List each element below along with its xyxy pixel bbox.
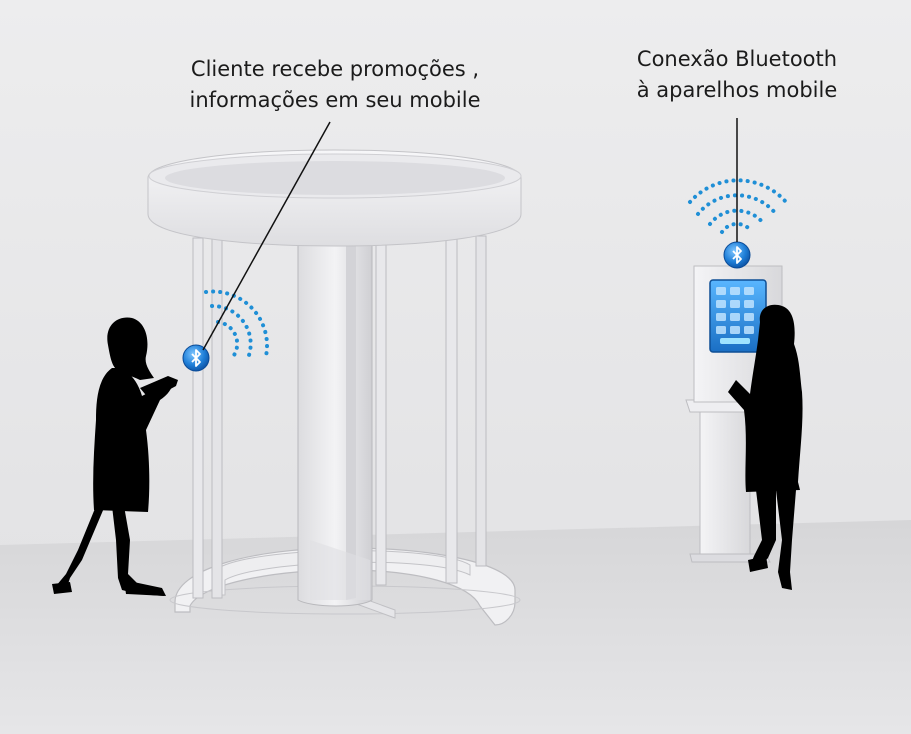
kiosk-pedestal <box>699 407 751 557</box>
pole <box>375 239 387 586</box>
bluetooth-icon <box>723 241 751 269</box>
customer-silhouette <box>52 317 178 596</box>
callout-text: Conexão Bluetooth <box>636 47 838 71</box>
signal-waves-icon <box>204 289 270 360</box>
callout-text: informações em seu mobile <box>189 88 481 112</box>
kiosk-user-silhouette <box>728 304 803 590</box>
callout-text: Cliente recebe promoções , <box>190 57 480 81</box>
bluetooth-icon <box>182 344 210 372</box>
pole <box>475 235 487 567</box>
callout-line <box>202 121 331 351</box>
callout-customer-promotions: Cliente recebe promoções , informações e… <box>160 54 510 116</box>
canopy-structure <box>147 149 522 626</box>
pole <box>445 237 458 584</box>
pole <box>192 237 204 599</box>
callout-text: à aparelhos mobile <box>636 78 838 102</box>
callout-bluetooth-connection: Conexão Bluetooth à aparelhos mobile <box>612 44 862 106</box>
